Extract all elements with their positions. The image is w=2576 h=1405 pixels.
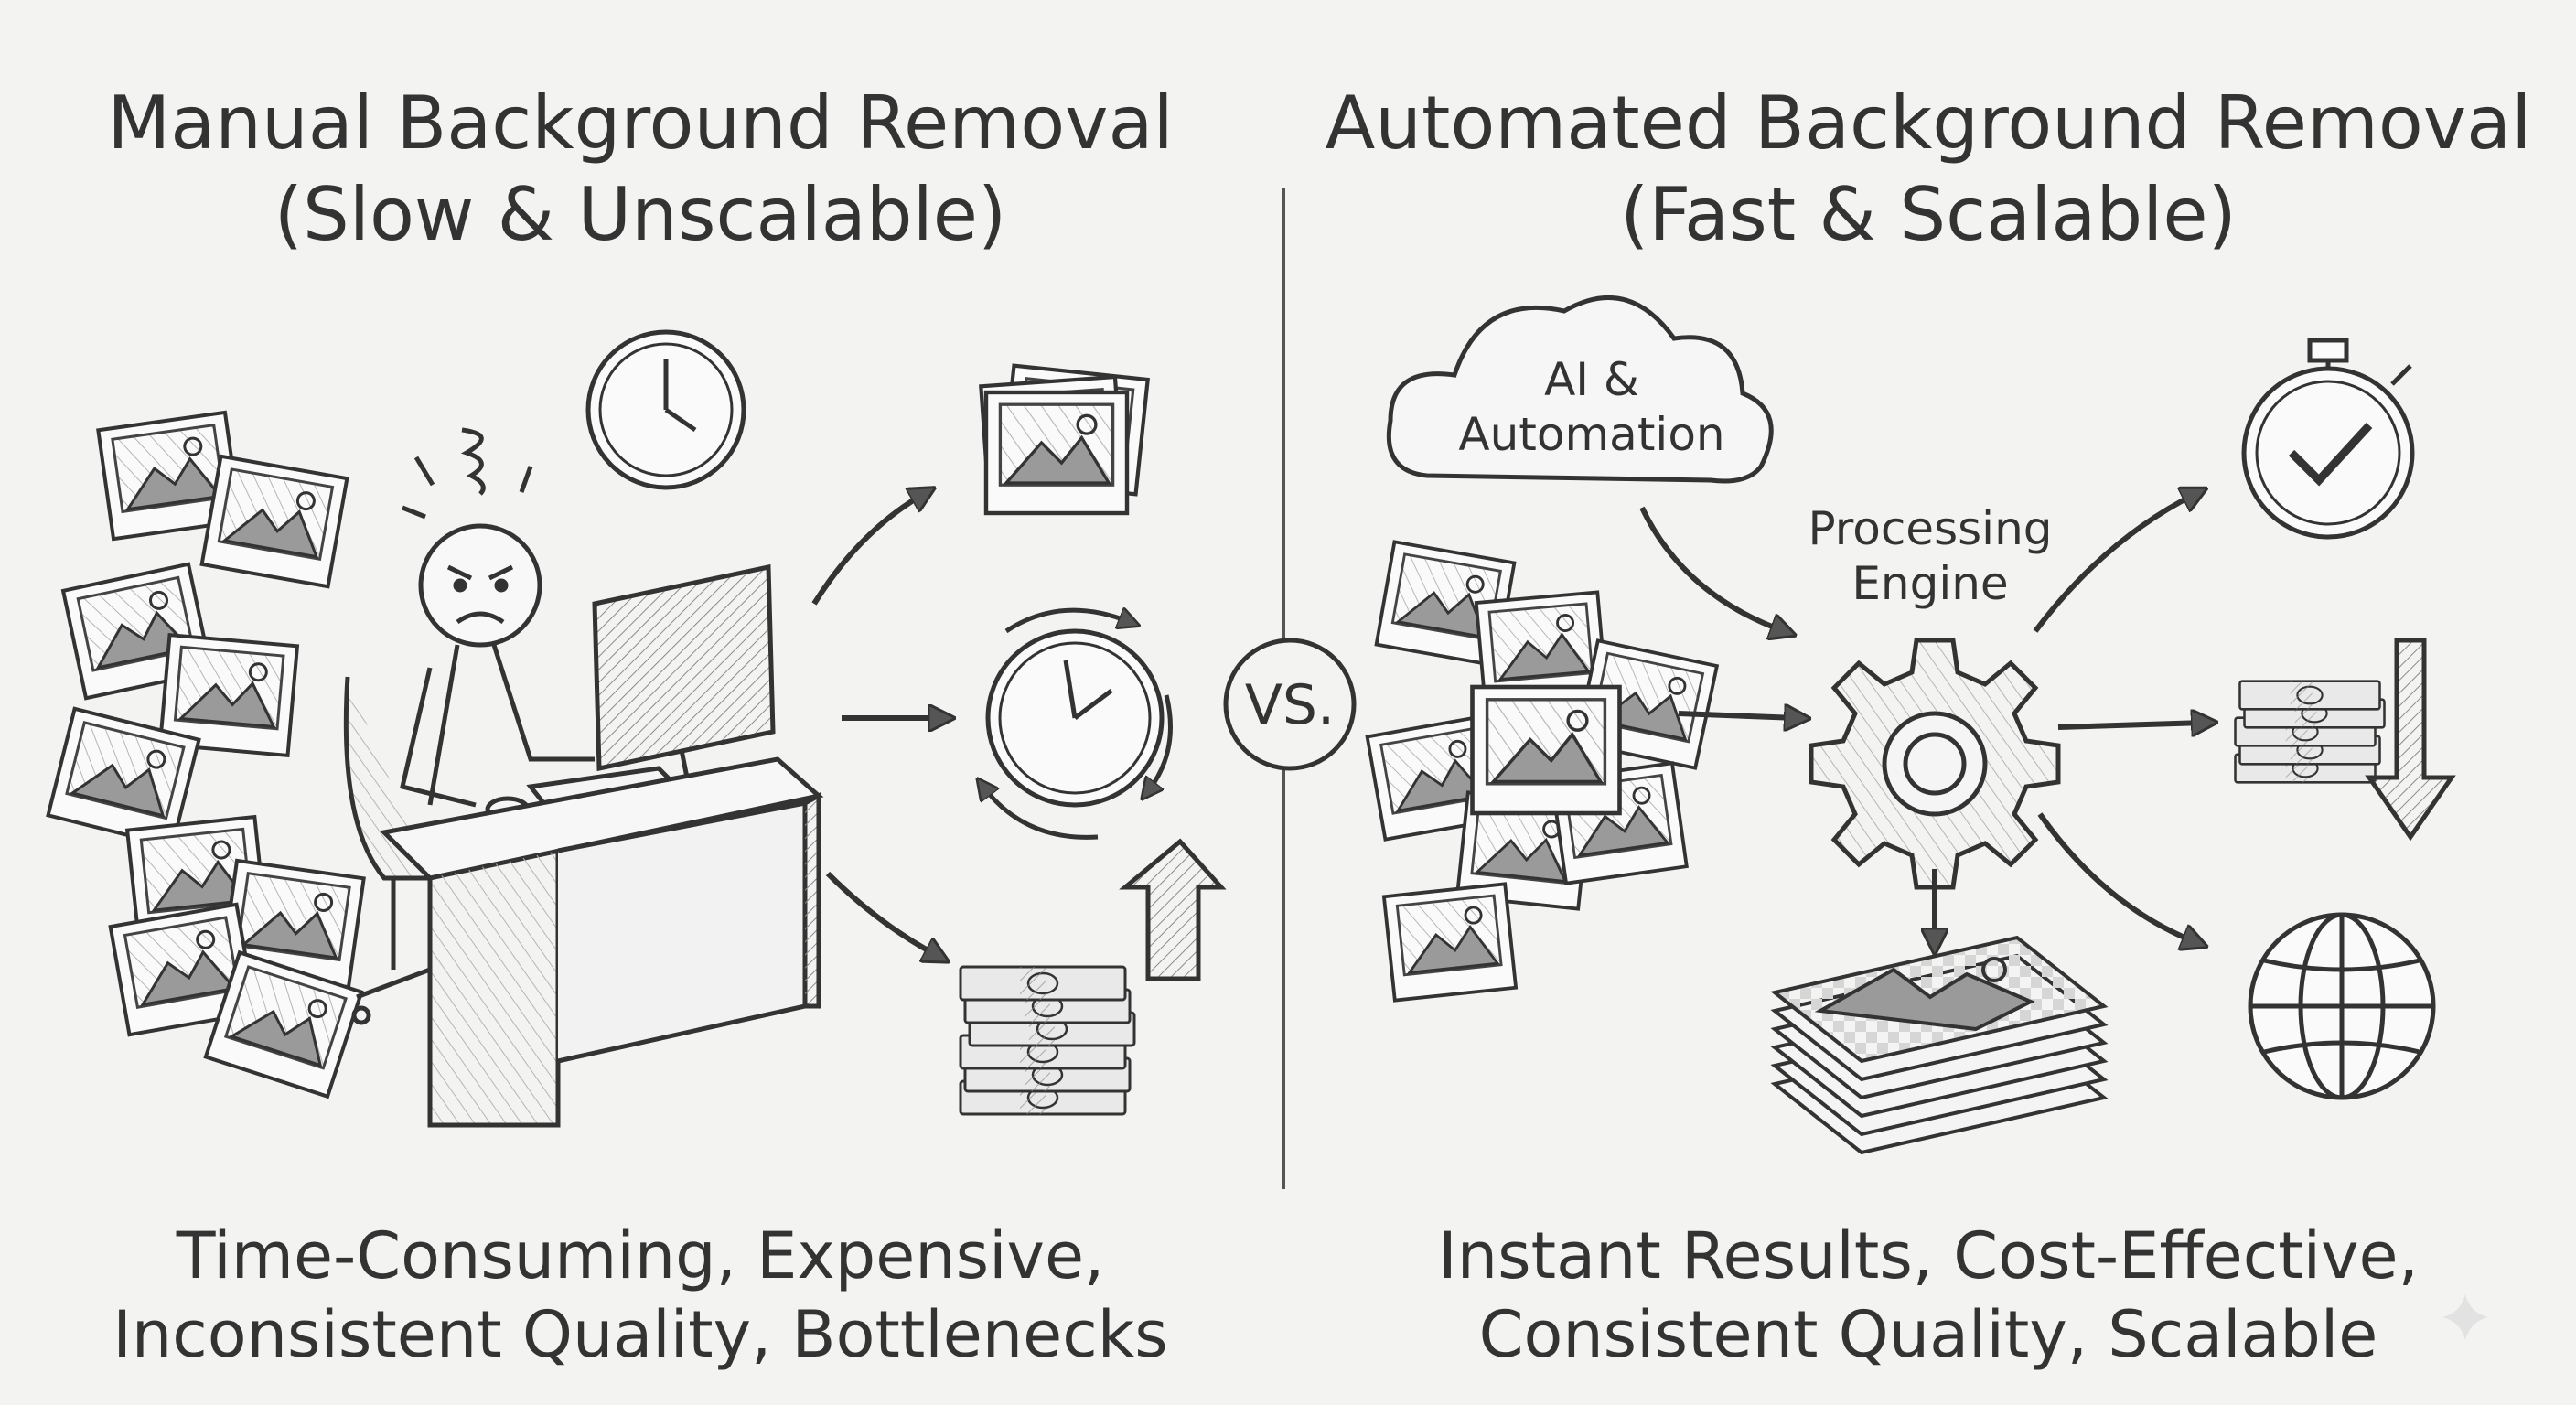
gear-icon xyxy=(1809,638,2061,890)
vs-label: VS. xyxy=(1244,673,1336,737)
cost-up-arrow xyxy=(1119,838,1227,981)
cost-down-arrow xyxy=(2365,638,2456,842)
vs-circle xyxy=(1223,638,1357,771)
right-caption-line1: Instant Results, Cost-Effective, xyxy=(1438,1218,2419,1293)
right-caption-line2: Consistent Quality, Scalable xyxy=(1478,1297,2378,1372)
checkmark-icon xyxy=(2288,422,2373,487)
left-caption-line1: Time-Consuming, Expensive, xyxy=(176,1218,1105,1293)
right-subtitle: (Fast & Scalable) xyxy=(1620,172,2237,257)
clock-icon xyxy=(585,329,746,490)
stopwatch-icon xyxy=(2241,338,2415,540)
left-title: Manual Background Removal xyxy=(107,80,1174,166)
photo-stack-icon xyxy=(981,366,1147,513)
processed-image-stack xyxy=(1770,935,2109,1155)
cloud-label-line1: AI & xyxy=(1544,353,1639,406)
globe-icon xyxy=(2248,912,2436,1100)
right-input-arrows xyxy=(1639,506,1798,718)
engine-label-line1: Processing xyxy=(1808,502,2053,555)
cloud-icon xyxy=(1386,295,1774,484)
engine-label-line2: Engine xyxy=(1852,557,2009,610)
left-photo-pile xyxy=(46,410,366,1099)
stressed-person xyxy=(400,427,595,808)
money-savings-icon xyxy=(2234,680,2386,784)
cloud-label-line2: Automation xyxy=(1458,408,1725,461)
desk-icon xyxy=(379,756,824,1128)
right-title: Automated Background Removal xyxy=(1325,80,2532,166)
right-output-arrows xyxy=(1935,494,2205,942)
sparkle-icon xyxy=(2442,1294,2488,1340)
left-subtitle: (Slow & Unscalable) xyxy=(274,172,1007,257)
left-flow-arrows xyxy=(811,494,942,956)
cycle-clock-icon xyxy=(983,610,1173,840)
money-stack-icon xyxy=(959,965,1136,1116)
right-photo-pile xyxy=(1365,540,1719,1003)
left-caption-line2: Inconsistent Quality, Bottlenecks xyxy=(113,1297,1168,1372)
